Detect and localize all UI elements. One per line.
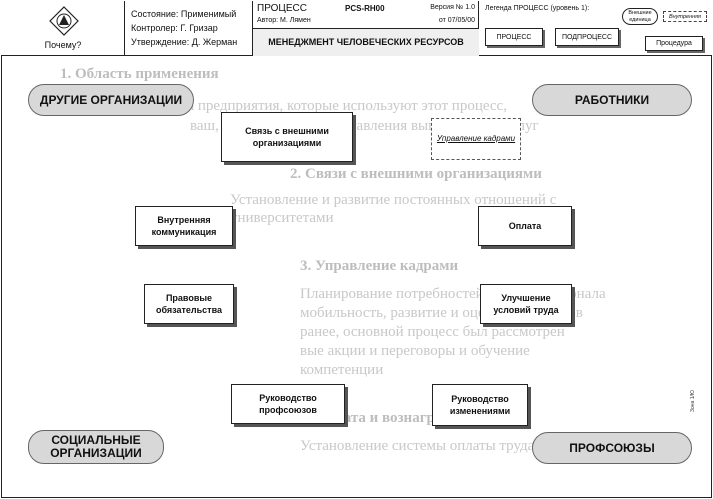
legend-internal: Внутренняя [663,11,707,22]
stakeholder-unions[interactable]: ПРОФСОЮЗЫ [532,432,692,464]
background-text-line: 3. Управление кадрами [300,258,459,274]
background-text-line: Установление системы оплаты труда [300,438,535,454]
subprocess-legal-obligations[interactable]: Правовые обязательства [144,284,234,324]
stakeholder-social-organizations[interactable]: СОЦИАЛЬНЫЕ ОРГАНИЗАЦИИ [28,430,164,464]
process-author: Автор: М. Лямен [257,17,311,24]
subprocess-working-conditions[interactable]: Улучшение условий труда [480,284,572,324]
subprocess-payment[interactable]: Оплата [478,206,572,246]
legend-title: Легенда ПРОЦЕСС (уровень 1): [485,5,590,12]
legend-subprocess: ПОДПРОЦЕСС [555,28,619,46]
subprocess-external-relations[interactable]: Связь с внешними организациями [221,112,353,162]
background-text-line: 2. Связи с внешними организациями [290,166,542,182]
background-text-line: ранее, основной процесс был рассмотрен [300,324,565,340]
process-type: ПРОЦЕСС [257,3,307,14]
process-version: Версия № 1.0 [430,4,475,11]
side-note: Зона 1/Ю [690,390,696,412]
stakeholder-workers[interactable]: РАБОТНИКИ [532,84,692,116]
subprocess-change-management[interactable]: Руководство изменениями [432,384,528,426]
subprocess-hr-management[interactable]: Управление кадрами [431,118,521,160]
process-code: PCS-RH00 [345,4,385,13]
background-text-line: ла предприятия, которые используют этот … [180,98,507,114]
legend-procedure: Процедура [645,36,703,51]
background-text-line: Установление и развитие постоянных отнош… [230,192,557,208]
process-date: от 07/05/00 [438,17,475,24]
background-text-line: университетами [230,210,334,226]
controller-text: Контролер: Г. Гризар [131,23,218,33]
status-cell: Состояние: Применимый Контролер: Г. Гриз… [125,1,253,56]
background-text-line: компетенции [300,362,384,378]
process-meta: ПРОЦЕСС PCS-RH00 Версия № 1.0 Автор: М. … [253,1,479,29]
background-text-line: 1. Область применения [60,66,219,82]
legend-external: Внешние единица [622,8,658,25]
legend-cell: Легенда ПРОЦЕСС (уровень 1): Внешние еди… [479,1,712,56]
process-name: МЕНЕДЖМЕНТ ЧЕЛОВЕЧЕСКИХ РЕСУРСОВ [253,29,479,56]
background-text-line: вые акции и переговоры и обучение [300,343,530,359]
document-header: Почему? Состояние: Применимый Контролер:… [1,1,712,56]
subprocess-internal-communication[interactable]: Внутренняя коммуникация [135,206,233,246]
subprocess-union-leadership[interactable]: Руководство профсоюзов [231,384,345,424]
process-cell: ПРОЦЕСС PCS-RH00 Версия № 1.0 Автор: М. … [253,1,479,56]
status-text: Состояние: Применимый [131,9,237,19]
stakeholder-other-organizations[interactable]: ДРУГИЕ ОРГАНИЗАЦИИ [28,84,194,116]
logo-icon [49,6,79,36]
logo-caption: Почему? [44,40,82,50]
logo-cell: Почему? [1,1,125,56]
legend-process: ПРОЦЕСС [485,28,543,46]
approval-text: Утверждение: Д. Жерман [131,37,238,47]
